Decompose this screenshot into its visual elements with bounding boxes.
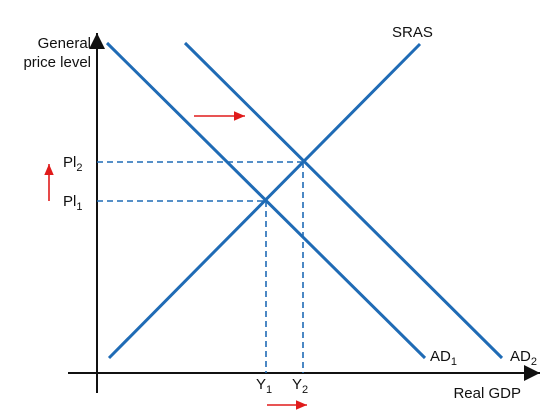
ad1-curve (105, 41, 427, 360)
pl2-label: Pl2 (63, 154, 82, 174)
pl2-label-main: Pl (63, 154, 76, 171)
sras-label: SRAS (392, 24, 433, 41)
y-axis-label-line2: price level (23, 54, 91, 71)
y2-label-sub: 2 (302, 384, 308, 396)
y1-label-sub: 1 (266, 384, 272, 396)
ad2-curve (183, 41, 504, 360)
ad2-label-main: AD (510, 348, 531, 365)
ad1-label: AD1 (430, 348, 457, 368)
y2-label-main: Y (292, 376, 302, 393)
pl1-label-main: Pl (63, 193, 76, 210)
ad2-label: AD2 (510, 348, 537, 368)
y1-label-main: Y (256, 376, 266, 393)
y-axis-label-line1: General (38, 35, 91, 52)
y1-label: Y1 (256, 376, 272, 396)
pl2-label-sub: 2 (76, 162, 82, 174)
y2-label: Y2 (292, 376, 308, 396)
pl1-label-sub: 1 (76, 201, 82, 213)
pl1-label: Pl1 (63, 193, 82, 213)
x-axis-label: Real GDP (453, 385, 521, 402)
ad1-label-sub: 1 (451, 356, 457, 368)
ad1-label-main: AD (430, 348, 451, 365)
ad2-label-sub: 2 (531, 356, 537, 368)
